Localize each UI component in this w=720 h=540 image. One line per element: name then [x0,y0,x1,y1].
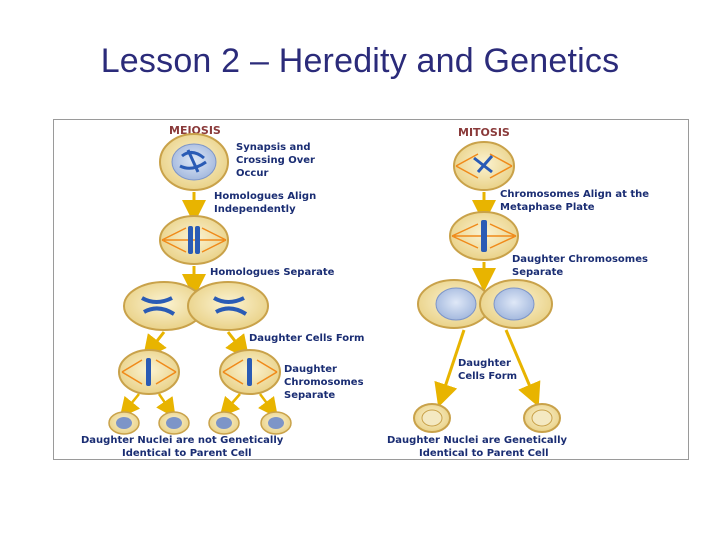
mitosis-result-label-2: Identical to Parent Cell [419,448,549,459]
meiosis-result-label-1: Daughter Nuclei are not Genetically [81,435,284,446]
mitosis-cell-prophase [453,141,515,191]
meiosis-arrow-4b [156,393,176,419]
meiosis-nucleus-3 [208,411,240,435]
meiosis-arrow-4d [258,393,278,418]
mitosis-daughter-cell-1 [413,403,451,433]
meiosis-cell-synapsis [159,133,229,191]
meiosis-step1-label-3: Occur [236,168,268,179]
mitosis-step3-label-2: Cells Form [458,371,517,382]
figure-canvas: MEIOSIS Synapsis and Crossing Over Occur… [81,124,649,459]
mitosis-cell-metaphase [449,211,519,261]
meiosis-daughter-cell-1 [118,349,180,395]
mitosis-step2-label-2: Separate [512,267,563,278]
meiosis-step3-label: Homologues Separate [210,267,335,278]
meiosis-arrow-4a [119,393,141,418]
meiosis-daughter-cell-2 [219,349,281,395]
meiosis-nucleus-2 [158,411,190,435]
meiosis-mitosis-figure: MEIOSIS Synapsis and Crossing Over Occur… [53,119,689,460]
mitosis-daughter-cell-2 [523,403,561,433]
mitosis-arrow-3a [434,329,466,408]
meiosis-cell-dividing [123,281,269,331]
meiosis-step2-label-2: Independently [214,204,296,215]
mitosis-cell-dividing [417,279,553,329]
meiosis-nucleus-4 [260,411,292,435]
mitosis-step1-label-1: Chromosomes Align at the [500,189,649,200]
meiosis-step5-label-1: Daughter [284,364,337,375]
mitosis-result-label-1: Daughter Nuclei are Genetically [387,435,568,446]
meiosis-result-label-2: Identical to Parent Cell [122,448,252,459]
meiosis-cell-align [159,215,229,265]
meiosis-step1-label-1: Synapsis and [236,142,311,153]
meiosis-step5-label-2: Chromosomes [284,377,364,388]
meiosis-arrow-3b [225,331,250,360]
meiosis-arrow-4c [219,393,241,418]
meiosis-step4-label: Daughter Cells Form [249,333,364,344]
mitosis-step2-label-1: Daughter Chromosomes [512,254,648,265]
meiosis-arrow-3a [142,331,167,360]
meiosis-heading: MEIOSIS [169,124,221,137]
mitosis-step3-label-1: Daughter [458,358,511,369]
slide-title: Lesson 2 – Heredity and Genetics [100,42,620,80]
meiosis-nucleus-1 [108,411,140,435]
meiosis-step2-label-1: Homologues Align [214,191,316,202]
mitosis-arrow-3b [504,329,541,408]
mitosis-step1-label-2: Metaphase Plate [500,202,595,213]
meiosis-step1-label-2: Crossing Over [236,155,315,166]
meiosis-step5-label-3: Separate [284,390,335,401]
mitosis-heading: MITOSIS [458,126,510,139]
